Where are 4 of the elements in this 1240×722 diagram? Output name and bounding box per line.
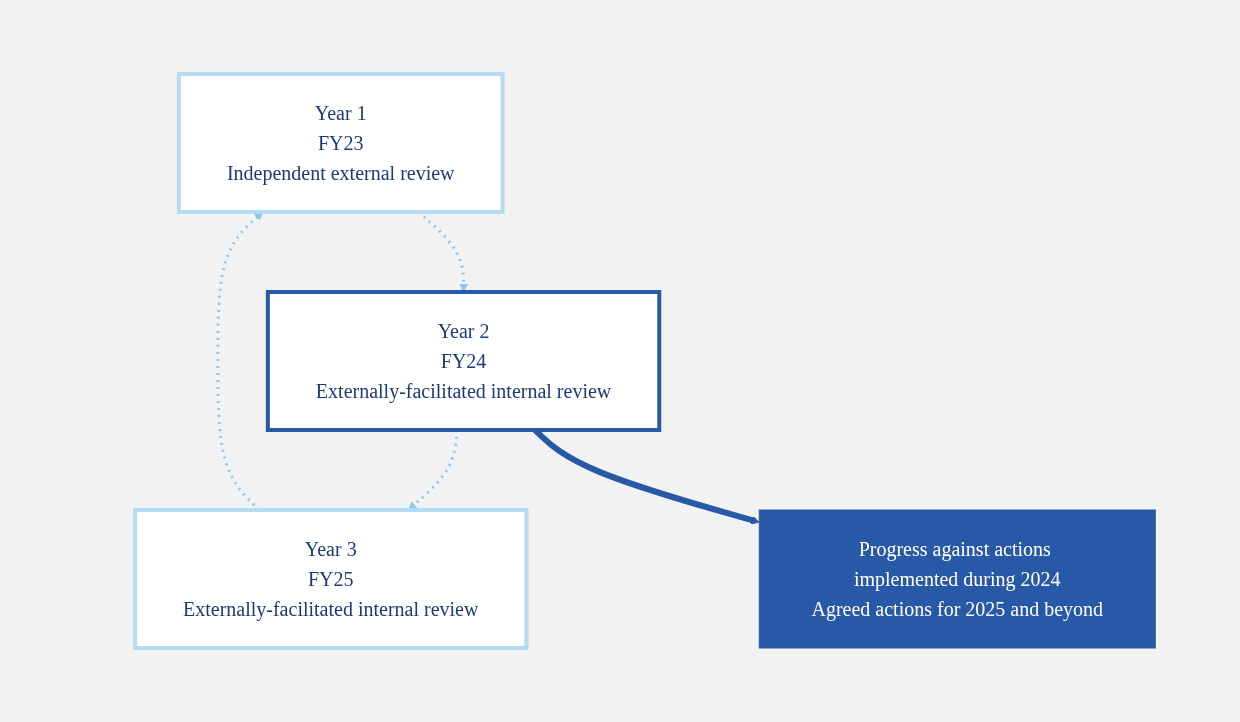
node-box: Year 1 FY23 Independent external review <box>176 72 505 214</box>
node-box: Progress against actions implemented during 2024 Agreed actions for 2025 and beyond <box>758 509 1156 649</box>
node-box: Year 2 FY24 Externally-facilitated internal review <box>265 290 662 432</box>
node-box: Year 3 FY25 Externally-facilitated internal review <box>132 508 529 650</box>
